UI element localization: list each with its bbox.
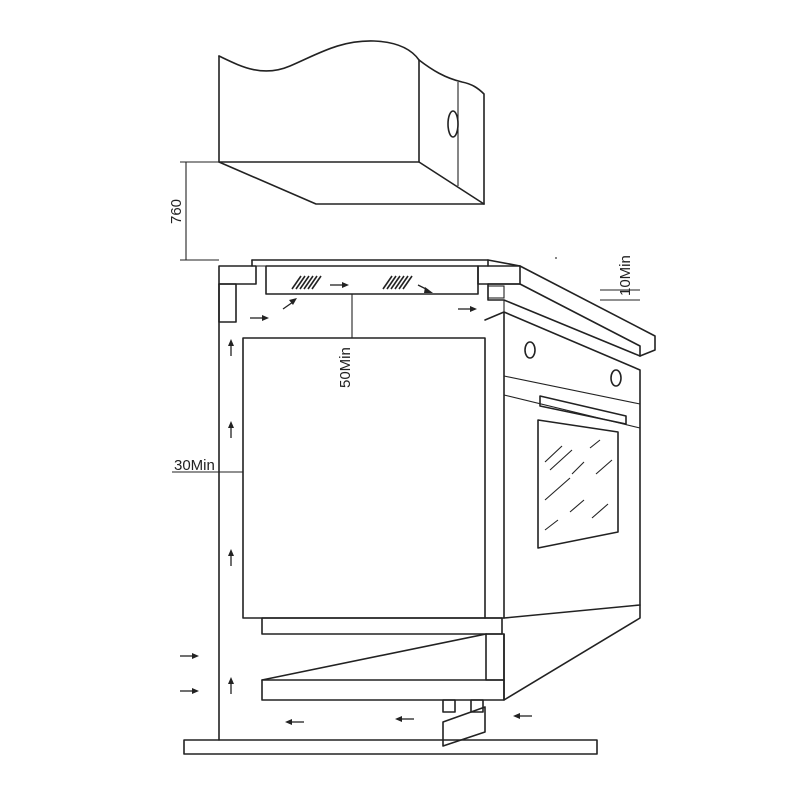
oven-knob-right-icon[interactable] [610, 369, 622, 387]
countertop [218, 257, 656, 357]
airflow-arrow-hob-3 [417, 284, 433, 293]
vent-clearance-label: 50Min [337, 347, 354, 388]
oven-knob-left-icon[interactable] [524, 341, 536, 359]
cabinet [183, 283, 641, 755]
airflow-arrow-up-3 [228, 549, 234, 566]
top-clearance-dimension: 10Min [600, 255, 640, 301]
countertop-left-section [218, 265, 257, 285]
side-clearance-label: 30Min [174, 457, 215, 474]
hood-knob-icon [447, 110, 459, 138]
airflow-arrow-intake-2 [180, 688, 199, 694]
cabinet-side-post [485, 633, 505, 681]
top-clearance-label: 10Min [617, 255, 634, 296]
airflow-arrow-up-4 [228, 677, 234, 694]
oven-window [537, 419, 619, 549]
cabinet-shelf [261, 617, 503, 635]
airflow-arrow-hob-1 [282, 298, 297, 310]
hob-vent-grille-left [291, 275, 322, 290]
airflow-arrow-intake-1 [180, 653, 199, 659]
airflow-arrow-bottom-3 [513, 713, 532, 719]
hob-vent-grille-right [382, 275, 413, 290]
vent-clearance-dimension: 50Min [337, 294, 354, 388]
airflow-arrow-bottom-1 [285, 719, 304, 725]
hood-height-label: 760 [168, 199, 185, 224]
airflow-arrows [180, 282, 532, 725]
cabinet-bottom-plinth [261, 679, 505, 701]
airflow-arrow-bottom-2 [395, 716, 414, 722]
airflow-arrow-up-2 [228, 421, 234, 438]
countertop-edge-hatch [487, 285, 505, 299]
oven [484, 311, 641, 619]
cabinet-left-rail [218, 283, 237, 323]
cabinet-foot-left [442, 699, 456, 713]
cabinet-foot-right [470, 699, 484, 713]
countertop-right-section [477, 265, 521, 285]
floor [183, 739, 598, 755]
cabinet-kickboard [442, 706, 486, 747]
airflow-arrow-right-1 [250, 315, 269, 321]
side-clearance-dimension: 30Min [172, 457, 243, 474]
oven-door-handle[interactable] [539, 395, 627, 425]
hood-height-dimension: 760 [168, 161, 219, 261]
oven-window-glare [544, 439, 613, 531]
airflow-arrow-up-1 [228, 339, 234, 356]
range-hood [218, 40, 485, 205]
cabinet-back-panel [242, 337, 486, 619]
airflow-arrow-right-2 [458, 306, 477, 312]
airflow-arrow-hob-2 [330, 282, 349, 288]
